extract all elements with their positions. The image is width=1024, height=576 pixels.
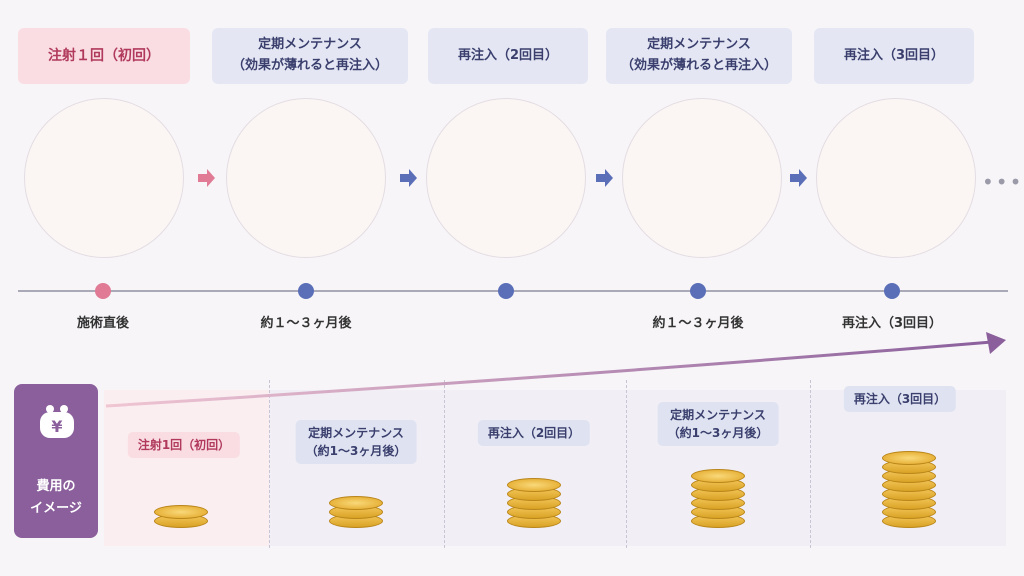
cost-tag-5: 再注入（3回目） [843, 386, 957, 412]
skin-illustration-3 [426, 98, 586, 258]
cost-trend-arrow [105, 332, 1006, 408]
arrow-right-icon [400, 169, 417, 187]
arrow-right-icon [790, 169, 807, 187]
timeline-label-2: 約１～３ヶ月後 [260, 316, 352, 331]
skin-illustration-1 [24, 98, 184, 258]
yen-symbol: ¥ [51, 417, 62, 436]
continuation-dots: ••• [982, 170, 1024, 194]
arrow-right-icon [198, 169, 215, 187]
divider [444, 380, 445, 548]
step-label-5: 再注入（3回目） [814, 28, 974, 84]
timeline-dot [498, 283, 514, 299]
divider [810, 380, 811, 548]
timeline-label-1: 施術直後 [76, 316, 130, 331]
step-label-2: 定期メンテナンス （効果が薄れると再注入） [212, 28, 408, 84]
step-label-3: 再注入（2回目） [428, 28, 588, 84]
coin-icon [329, 496, 383, 510]
cost-tag-4: 定期メンテナンス （約1～3ヶ月後） [657, 402, 779, 446]
coin-stack [154, 505, 214, 528]
timeline-dot [95, 283, 111, 299]
cost-image-text: 費用の イメージ [30, 479, 82, 517]
arrow-right-icon [596, 169, 613, 187]
divider [269, 380, 270, 548]
timeline-dot [690, 283, 706, 299]
coin-stack [329, 496, 389, 528]
skin-illustration-2 [226, 98, 386, 258]
skin-illustration-5 [816, 98, 976, 258]
cost-image-label: ¥ 費用の イメージ [14, 384, 98, 538]
timeline-dot [298, 283, 314, 299]
step-label-4: 定期メンテナンス （効果が薄れると再注入） [606, 28, 792, 84]
cost-tag-2: 定期メンテナンス （約1～3ヶ月後） [295, 420, 417, 464]
coin-icon [507, 478, 561, 492]
timeline-label-5: 再注入（3回目） [841, 316, 943, 331]
coin-icon [882, 451, 936, 465]
step-label-1: 注射１回（初回） [18, 28, 190, 84]
coin-stack [691, 469, 751, 528]
coin-stack [882, 451, 942, 528]
skin-illustration-4 [622, 98, 782, 258]
coin-stack [507, 478, 567, 528]
divider [626, 380, 627, 548]
coin-icon [691, 469, 745, 483]
timeline-dot [884, 283, 900, 299]
coin-icon [154, 505, 208, 519]
purse-icon: ¥ [40, 405, 74, 438]
cost-tag-3: 再注入（2回目） [477, 420, 591, 446]
cost-tag-1: 注射1回（初回） [127, 432, 241, 458]
timeline-label-4: 約１～３ヶ月後 [652, 316, 744, 331]
